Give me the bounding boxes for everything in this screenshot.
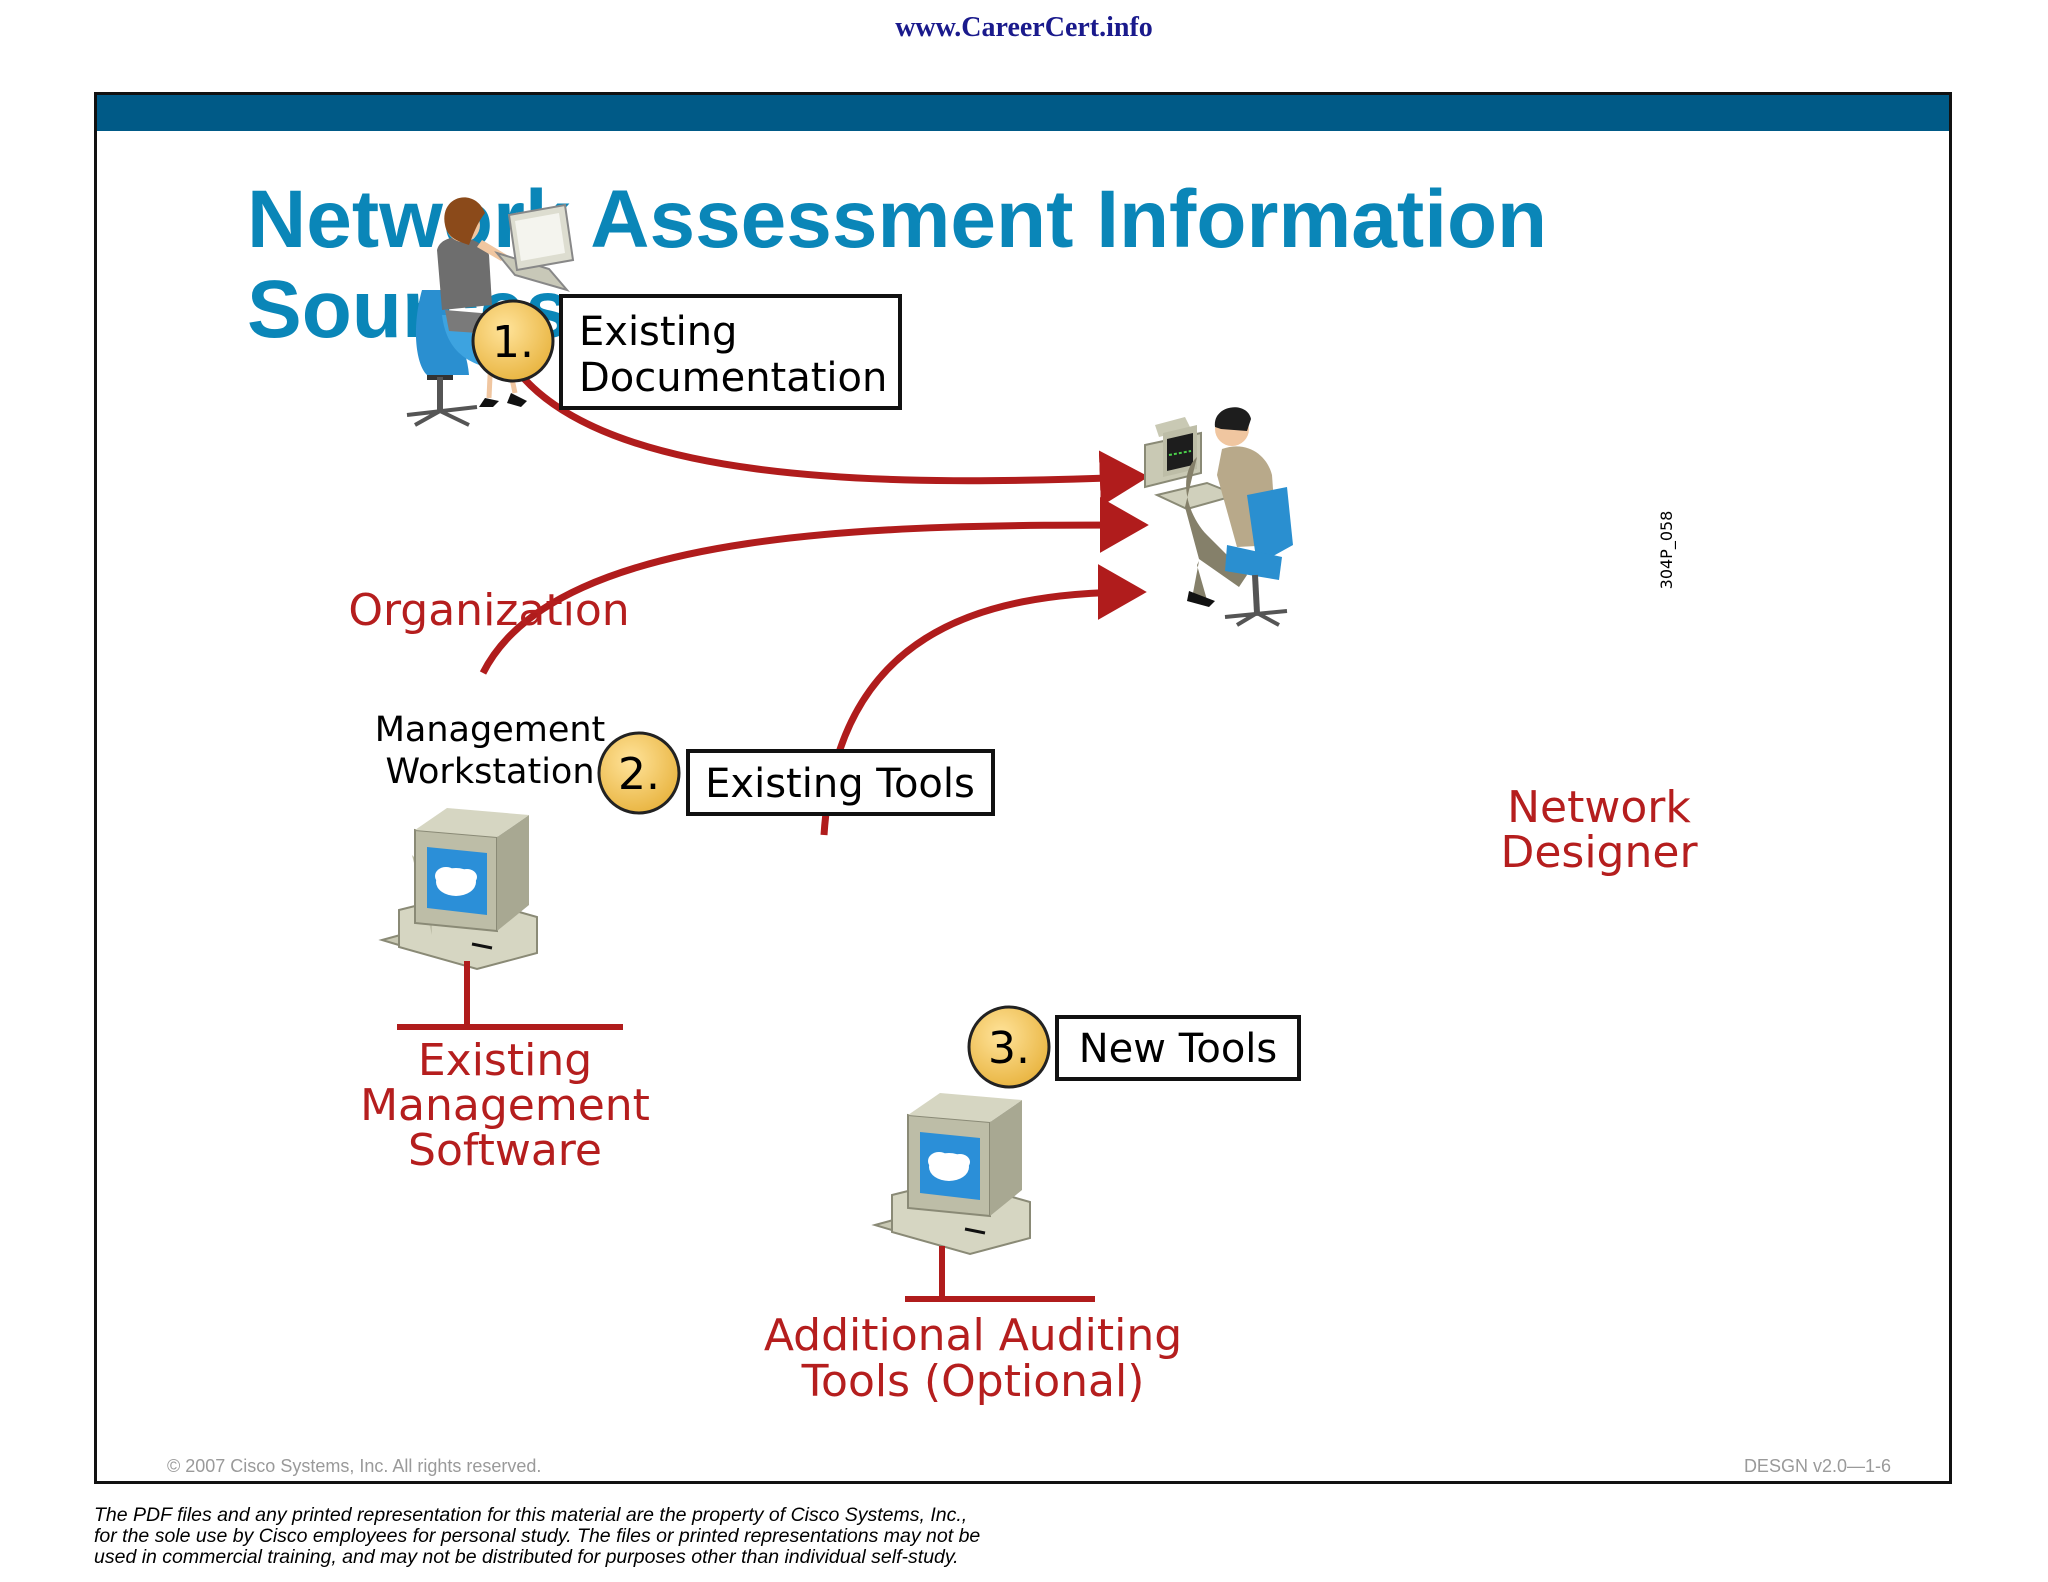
- caption-organization: Organization: [348, 585, 629, 636]
- label-existing-tools: Existing Tools: [705, 761, 975, 807]
- label-new-tools: New Tools: [1079, 1026, 1278, 1072]
- caption-auditing-line2: Tools (Optional): [801, 1356, 1145, 1407]
- label-box-existing-documentation: [559, 294, 902, 410]
- label-box-existing-tools: [686, 749, 995, 816]
- label-workstation: Workstation: [385, 752, 594, 792]
- step-number-3: 3.: [988, 1023, 1030, 1074]
- disclaimer-line-3: used in commercial training, and may not…: [94, 1546, 959, 1568]
- slide-top-bar: [97, 95, 1949, 131]
- step-badge-3: 3.: [967, 1005, 1051, 1089]
- caption-existing-line2: Management: [360, 1080, 650, 1131]
- caption-existing-line1: Existing: [418, 1035, 592, 1086]
- caption-designer: Designer: [1500, 827, 1698, 878]
- label-box-new-tools: [1055, 1015, 1301, 1081]
- caption-existing-line3: Software: [408, 1125, 602, 1176]
- arrow-existing-documentation: [493, 333, 1149, 507]
- disclaimer: The PDF files and any printed representa…: [94, 1505, 1194, 1568]
- step-badge-1: 1.: [471, 299, 555, 383]
- figure-code: 304P_058: [1657, 511, 1677, 590]
- step-number-2: 2.: [618, 749, 660, 800]
- step-badge-2: 2.: [597, 731, 681, 815]
- disclaimer-line-1: The PDF files and any printed representa…: [94, 1504, 968, 1526]
- label-management: Management: [375, 710, 606, 750]
- auditing-tools-computer-icon: [871, 1093, 1095, 1302]
- label-existing-documentation-line1: Existing: [579, 309, 737, 355]
- slide: Network Assessment Information Sources: [94, 92, 1952, 1484]
- diagram: 1. Existing Documentation Organization M…: [348, 197, 1698, 1407]
- arrow-existing-tools: [479, 497, 1149, 675]
- label-existing-documentation-line2: Documentation: [579, 355, 887, 401]
- site-url: www.CareerCert.info: [895, 12, 1153, 43]
- disclaimer-line-2: for the sole use by Cisco employees for …: [94, 1525, 981, 1547]
- step-number-1: 1.: [492, 317, 534, 368]
- network-designer-icon: [1144, 407, 1293, 627]
- course-id: DESGN v2.0—1-6: [1743, 1456, 1891, 1476]
- copyright-notice: © 2007 Cisco Systems, Inc. All rights re…: [167, 1456, 542, 1476]
- management-workstation-icon: [378, 808, 623, 1030]
- caption-auditing-line1: Additional Auditing: [764, 1310, 1182, 1361]
- caption-network: Network: [1507, 782, 1691, 833]
